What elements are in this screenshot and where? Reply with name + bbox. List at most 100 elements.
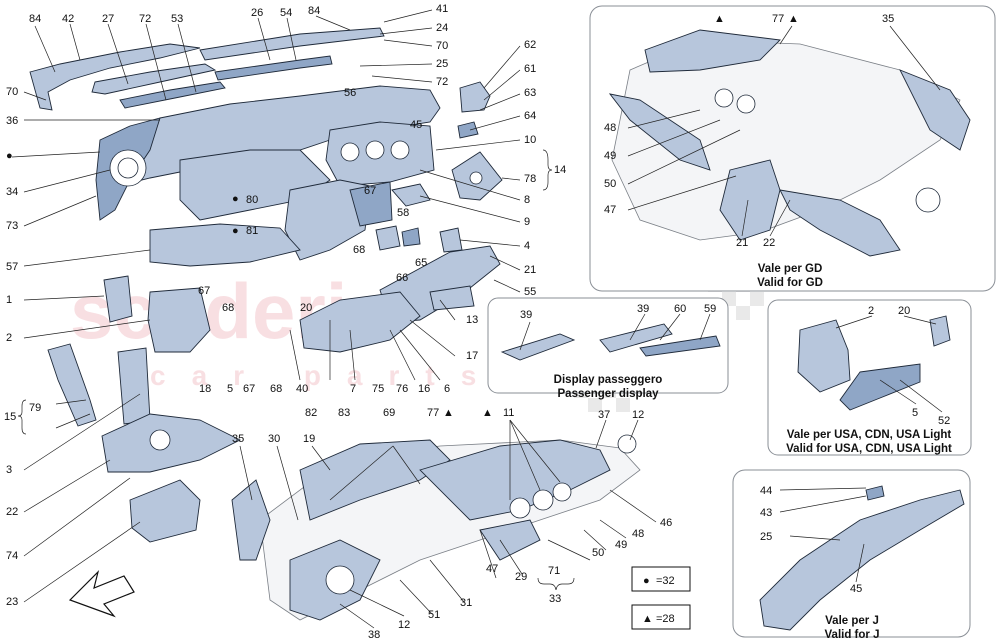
callout-59: 59 xyxy=(704,303,716,315)
bracket-15 xyxy=(17,399,27,435)
callout-21: 21 xyxy=(736,237,748,249)
callout-50: 50 xyxy=(592,547,604,559)
legend-circle-text: =32 xyxy=(656,575,675,587)
callout-37: 37 xyxy=(598,409,610,421)
callout-60: 60 xyxy=(674,303,686,315)
callout-72: 72 xyxy=(139,13,151,25)
callout-5: 5 xyxy=(227,383,233,395)
callout-40: 40 xyxy=(296,383,308,395)
callout-29: 29 xyxy=(515,571,527,583)
circle-marker: ● xyxy=(232,225,239,237)
callout-72: 72 xyxy=(436,76,448,88)
callout-19: 19 xyxy=(303,433,315,445)
callout-6: 6 xyxy=(444,383,450,395)
callout-25: 25 xyxy=(760,531,772,543)
usa-caption-en: Valid for USA, CDN, USA Light xyxy=(786,443,952,455)
bracket-33 xyxy=(537,577,575,591)
callout-45: 45 xyxy=(410,119,422,131)
callout-21: 21 xyxy=(524,264,536,276)
legend-triangle-box: ▲ =28 xyxy=(631,604,691,630)
gd-dashboard xyxy=(608,29,971,257)
callout-63: 63 xyxy=(524,87,536,99)
j-caption-en: Valid for J xyxy=(825,629,880,641)
j-caption-it: Vale per J xyxy=(825,615,879,627)
callout-14: 14 xyxy=(554,164,566,176)
callout-11: 11 xyxy=(503,407,514,419)
callout-77: 77 xyxy=(427,407,439,419)
callout-17: 17 xyxy=(466,350,478,362)
callout-18: 18 xyxy=(199,383,211,395)
callout-20: 20 xyxy=(300,302,312,314)
callout-48: 48 xyxy=(632,528,644,540)
part-bracket-58 xyxy=(375,225,421,251)
callout-35: 35 xyxy=(882,13,894,25)
passenger-caption-it: Display passeggero xyxy=(554,374,663,386)
callout-81: 81 xyxy=(246,225,258,237)
callout-70: 70 xyxy=(6,86,18,98)
callout-76: 76 xyxy=(396,383,408,395)
callout-22: 22 xyxy=(763,237,775,249)
callout-84: 84 xyxy=(308,5,320,17)
watermark-sub: car parts xyxy=(150,360,502,391)
callout-47: 47 xyxy=(486,563,498,575)
callout-80: 80 xyxy=(246,194,258,206)
callout-48: 48 xyxy=(604,122,616,134)
part-passenger-display-39 xyxy=(500,333,576,361)
legend-triangle-symbol: ▲ xyxy=(642,613,653,625)
legend-circle-box: ● =32 xyxy=(631,566,691,592)
callout-4: 4 xyxy=(524,240,530,252)
callout-58: 58 xyxy=(397,207,409,219)
callout-65: 65 xyxy=(415,257,427,269)
callout-3: 3 xyxy=(6,464,12,476)
callout-5: 5 xyxy=(912,407,918,419)
callout-15: 15 xyxy=(4,411,16,423)
part-bracket-1 xyxy=(103,275,133,323)
part-speaker-grille-78 xyxy=(451,151,503,201)
part-bracket-4 xyxy=(439,227,463,253)
callout-67: 67 xyxy=(364,185,376,197)
callout-2: 2 xyxy=(6,332,12,344)
callout-62: 62 xyxy=(524,39,536,51)
callout-27: 27 xyxy=(102,13,114,25)
part-support-frame-57 xyxy=(149,223,301,267)
part-bracket-62 xyxy=(457,81,491,139)
usa-bracket-assembly xyxy=(797,315,951,411)
callout-42: 42 xyxy=(62,13,74,25)
part-panel-3 xyxy=(117,347,151,425)
legend-circle-symbol: ● xyxy=(643,575,650,587)
callout-69: 69 xyxy=(383,407,395,419)
callout-74: 74 xyxy=(6,550,18,562)
callout-7: 7 xyxy=(350,383,356,395)
callout-44: 44 xyxy=(760,485,772,497)
part-center-vents-56 xyxy=(325,121,435,187)
part-dashboard-crossbeam-36 xyxy=(95,85,441,221)
legend-triangle-text: =28 xyxy=(656,613,675,625)
callout-8: 8 xyxy=(524,194,530,206)
callout-50: 50 xyxy=(604,178,616,190)
callout-36: 36 xyxy=(6,115,18,127)
callout-79: 79 xyxy=(29,402,41,414)
callout-77: 77 xyxy=(772,13,784,25)
triangle-marker: ▲ xyxy=(482,407,493,419)
circle-marker: ● xyxy=(6,150,13,162)
callout-49: 49 xyxy=(604,150,616,162)
callout-70: 70 xyxy=(436,40,448,52)
callout-26: 26 xyxy=(251,7,263,19)
callout-71: 71 xyxy=(548,565,560,577)
callout-53: 53 xyxy=(171,13,183,25)
part-duct-79 xyxy=(47,343,97,427)
triangle-marker: ▲ xyxy=(714,13,725,25)
passenger-caption-en: Passenger display xyxy=(558,388,660,400)
callout-73: 73 xyxy=(6,220,18,232)
callout-67: 67 xyxy=(243,383,255,395)
bracket-14 xyxy=(542,149,553,191)
part-defroster-trim-42 xyxy=(29,43,201,111)
callout-35: 35 xyxy=(232,433,244,445)
callout-83: 83 xyxy=(338,407,350,419)
callout-46: 46 xyxy=(660,517,672,529)
callout-78: 78 xyxy=(524,173,536,185)
callout-61: 61 xyxy=(524,63,536,75)
callout-24: 24 xyxy=(436,22,448,34)
part-steering-support-80 xyxy=(284,179,393,261)
